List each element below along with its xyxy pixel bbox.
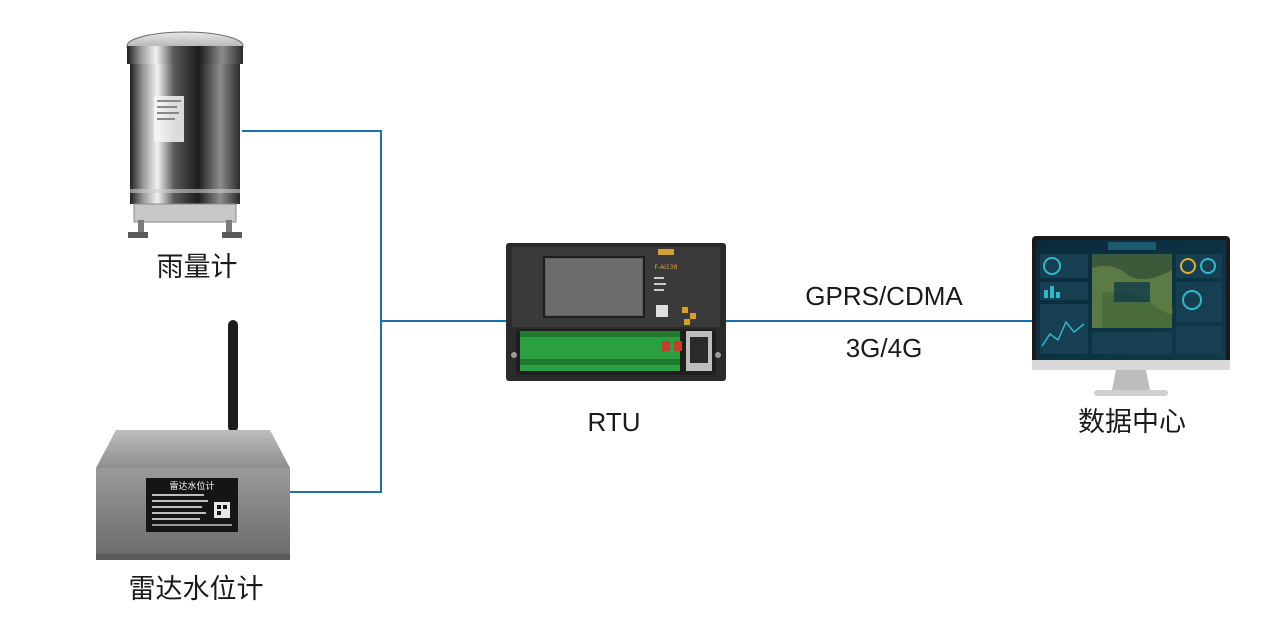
- rtu-brand-text: F-AI138: [655, 264, 678, 271]
- data-center-label: 数据中心: [1078, 407, 1186, 438]
- rtu-image: F-AI138: [506, 243, 726, 381]
- radar-plate-title: 雷达水位计: [169, 480, 214, 492]
- rain-gauge-image: [126, 31, 244, 238]
- link-protocol-line2: 3G/4G: [845, 333, 923, 363]
- rtu-label: RTU: [587, 407, 641, 437]
- rain-gauge-connector: [242, 130, 382, 493]
- radar-water-level-label: 雷达水位计: [128, 574, 264, 605]
- radar-water-level-image: 雷达水位计: [96, 320, 290, 560]
- link-protocol-line1: GPRS/CDMA: [805, 281, 963, 311]
- rain-gauge-label: 雨量计: [156, 252, 238, 283]
- data-center-monitor-image: [1032, 236, 1230, 396]
